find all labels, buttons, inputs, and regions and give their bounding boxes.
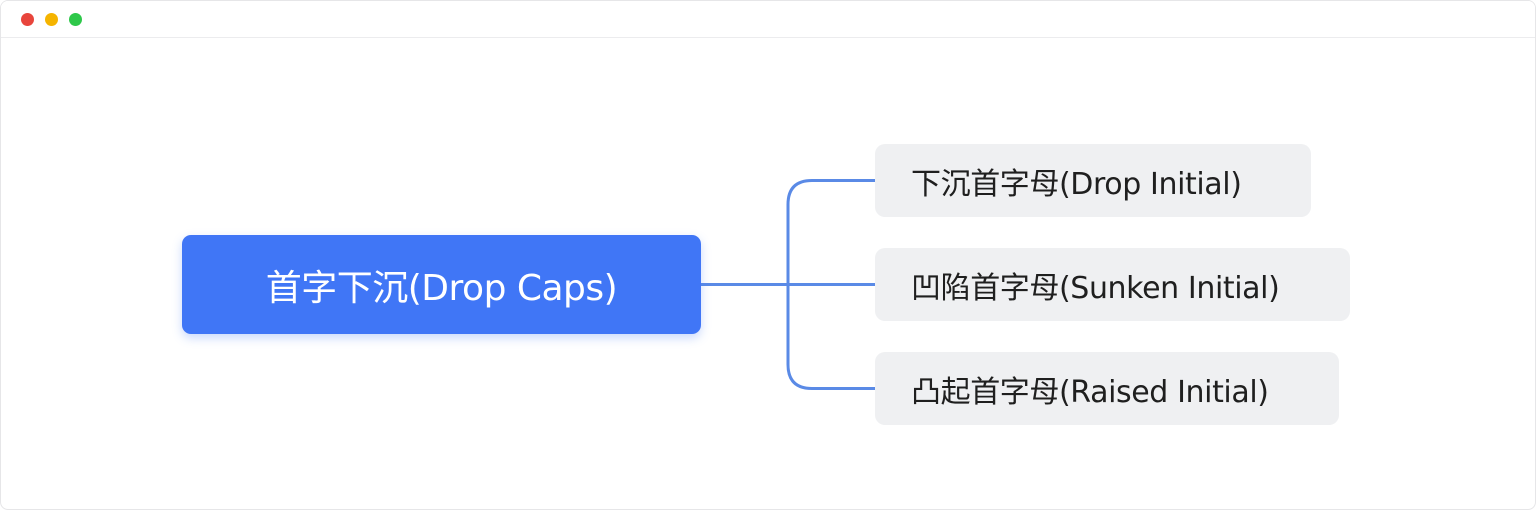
window-minimize-icon[interactable] — [45, 13, 58, 26]
connector-branch-0 — [786, 179, 875, 285]
child-node-sunken-initial[interactable]: 凹陷首字母(Sunken Initial) — [875, 248, 1350, 321]
window-maximize-icon[interactable] — [69, 13, 82, 26]
child-node-drop-initial[interactable]: 下沉首字母(Drop Initial) — [875, 144, 1311, 217]
connector-branch-2 — [786, 284, 875, 390]
child-node-raised-initial[interactable]: 凸起首字母(Raised Initial) — [875, 352, 1339, 425]
window-titlebar — [1, 1, 1535, 38]
child-node-label: 下沉首字母(Drop Initial) — [911, 166, 1242, 202]
child-node-label: 凹陷首字母(Sunken Initial) — [911, 270, 1280, 306]
window-close-icon[interactable] — [21, 13, 34, 26]
root-node[interactable]: 首字下沉(Drop Caps) — [182, 235, 701, 334]
root-node-label: 首字下沉(Drop Caps) — [265, 267, 618, 309]
child-node-label: 凸起首字母(Raised Initial) — [911, 374, 1269, 410]
